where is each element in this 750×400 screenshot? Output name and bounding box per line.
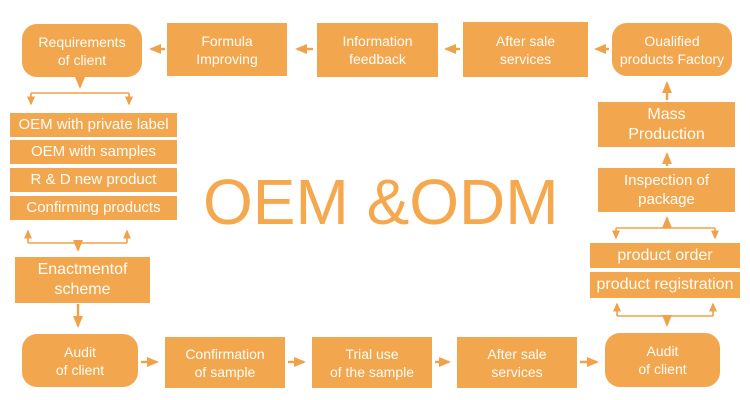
- node-label: Improving: [196, 50, 258, 67]
- page-title: OEM &ODM: [203, 166, 559, 238]
- node-audit-of-client-left: Audit of client: [22, 334, 138, 387]
- node-audit-of-client-right: Audit of client: [605, 333, 720, 387]
- node-oem-with-samples: OEM with samples: [10, 140, 177, 164]
- node-after-sale-services-bottom: After sale services: [457, 337, 577, 388]
- node-label: Formula: [201, 32, 253, 49]
- node-label: Inspection of: [623, 172, 710, 189]
- node-label: OEM with samples: [30, 143, 157, 160]
- node-oualified-products-factory: Oualified products Factory: [612, 23, 732, 76]
- node-inspection-of-package: Inspection of package: [598, 168, 735, 212]
- node-label: Production: [628, 125, 705, 143]
- node-formula-improving: Formula Improving: [167, 23, 287, 76]
- node-label: Confirmation: [185, 345, 265, 362]
- node-confirmation-of-sample: Confirmation of sample: [165, 337, 285, 388]
- node-mass-production: Mass Production: [598, 102, 735, 147]
- node-label: of client: [57, 51, 107, 68]
- node-label: of the sample: [329, 363, 415, 380]
- node-after-sale-services-top: After sale services: [463, 22, 588, 77]
- node-label: Enactmentof: [37, 261, 128, 278]
- node-oem-with-private-label: OEM with private label: [10, 113, 177, 137]
- node-label: products Factory: [619, 50, 725, 67]
- node-label: OEM with private label: [18, 116, 169, 133]
- node-trial-use-of-the-sample: Trial use of the sample: [312, 337, 432, 388]
- node-label: Trial use: [345, 345, 399, 362]
- node-label: scheme: [54, 281, 111, 298]
- node-label: services: [491, 363, 543, 380]
- node-requirements-of-client: Requirements of client: [22, 24, 142, 77]
- node-label: Information: [342, 33, 413, 49]
- node-rd-new-product: R & D new product: [10, 168, 177, 192]
- node-label: Confirming products: [26, 199, 161, 216]
- node-label: product order: [617, 246, 713, 264]
- node-enactment-of-scheme: Enactmentof scheme: [15, 257, 150, 303]
- node-label: product registration: [596, 276, 734, 293]
- node-label: Requirements: [38, 33, 126, 50]
- node-product-registration: product registration: [590, 272, 740, 298]
- node-information-feedback: Information feedback: [317, 23, 438, 77]
- node-product-order: product order: [590, 243, 740, 268]
- node-label: Audit: [646, 343, 679, 359]
- node-label: of client: [638, 361, 687, 377]
- node-label: Mass: [647, 105, 686, 123]
- node-label: of sample: [194, 363, 256, 380]
- node-label: Audit: [64, 343, 96, 360]
- node-confirming-products: Confirming products: [10, 196, 177, 220]
- node-label: After sale: [487, 345, 547, 362]
- node-label: After sale: [495, 32, 556, 49]
- node-label: package: [638, 191, 695, 208]
- node-label: of client: [55, 361, 105, 378]
- node-label: services: [499, 50, 552, 67]
- node-label: R & D new product: [30, 171, 157, 188]
- node-label: feedback: [349, 51, 406, 67]
- node-label: Oualified: [644, 32, 700, 49]
